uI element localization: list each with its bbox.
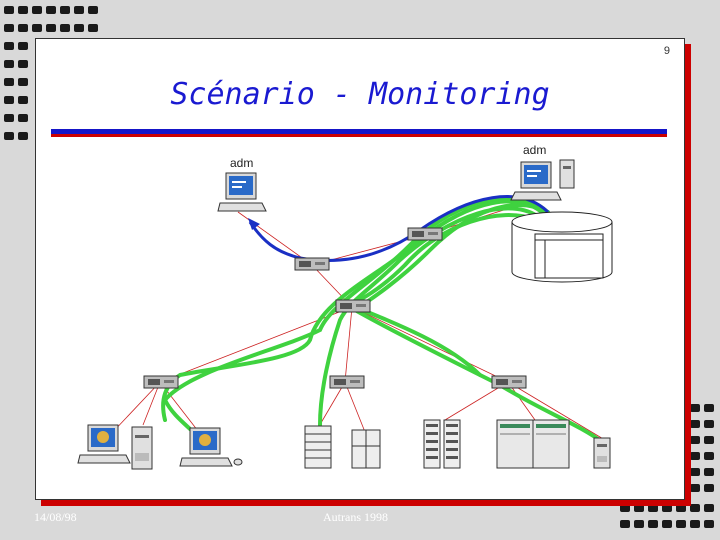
label-adm-right: adm: [523, 143, 546, 157]
server-icon: [304, 425, 332, 469]
slide-title: Scénario - Monitoring: [170, 77, 550, 112]
footer-event: Autrans 1998: [323, 510, 388, 524]
admin-path: [248, 195, 550, 263]
router-icon: [329, 375, 365, 389]
workstation-icon: [217, 172, 267, 212]
router-icon: [335, 299, 371, 313]
pc-icon: [77, 424, 153, 470]
router-icon: [407, 227, 443, 241]
router-icon: [143, 375, 179, 389]
footer-date: 14/08/98: [34, 510, 77, 524]
server-icon: [351, 429, 381, 469]
database-icon: [511, 211, 613, 283]
router-icon: [294, 257, 330, 271]
workstation-icon: [510, 159, 575, 201]
monitoring-paths: [161, 196, 604, 447]
pc-icon: [179, 427, 243, 467]
server-icon: [423, 419, 461, 469]
arrow-head: [248, 218, 260, 230]
server-icon: [593, 437, 611, 469]
title-underline: [51, 129, 667, 137]
label-adm-left: adm: [230, 156, 253, 170]
router-icon: [491, 375, 527, 389]
server-icon: [496, 419, 570, 469]
page-number: 9: [663, 45, 670, 57]
